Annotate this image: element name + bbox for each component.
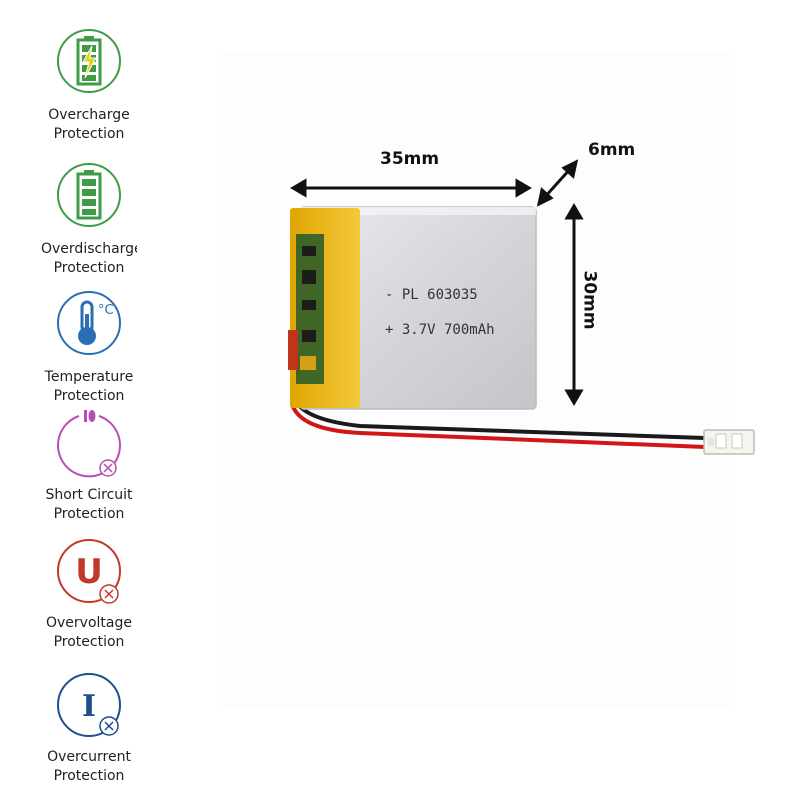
height-arrow: [564, 203, 584, 406]
thickness-dimension-label: 6mm: [588, 140, 636, 160]
battery-line1: - PL 603035: [385, 287, 478, 303]
svg-text:°C: °C: [98, 303, 114, 318]
svg-text:I: I: [82, 689, 96, 724]
short-circuit-icon: [57, 410, 121, 478]
battery-illustration: - PL 603035 + 3.7V 700mAh: [288, 159, 755, 455]
width-dimension-label: 35mm: [380, 149, 440, 169]
svg-text:U: U: [75, 552, 103, 592]
current-icon: I: [57, 673, 121, 737]
battery-charging-icon: [57, 29, 121, 93]
voltage-icon: U: [57, 539, 121, 604]
battery-full-icon: [57, 163, 121, 227]
battery-line2: + 3.7V 700mAh: [385, 322, 495, 338]
jst-connector: [703, 429, 755, 455]
thickness-arrow: [536, 159, 579, 207]
red-wire: [290, 403, 706, 449]
width-arrow: [290, 178, 532, 198]
thermometer-icon: °C: [57, 291, 121, 355]
